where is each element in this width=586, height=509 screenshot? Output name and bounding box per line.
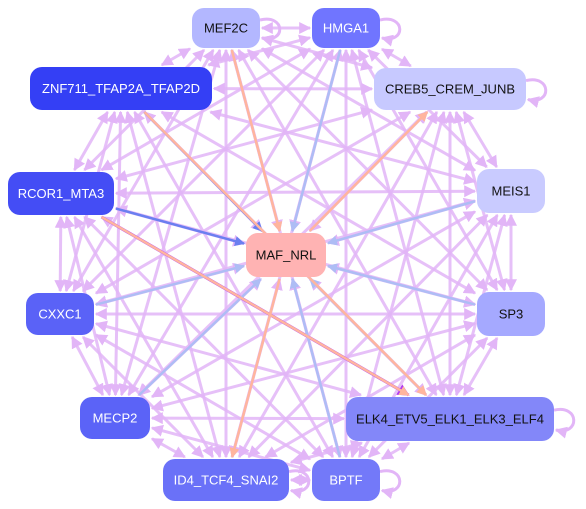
node-box [346, 397, 554, 441]
node-maf-nrl[interactable]: MAF_NRL [246, 233, 326, 277]
node-elk4[interactable]: ELK4_ETV5_ELK1_ELK3_ELF4 [346, 397, 554, 441]
node-label: CXXC1 [38, 306, 81, 321]
edge-mecp2-id4 [150, 437, 186, 459]
edge-mef2c-znf711 [160, 47, 192, 67]
node-label: ID4_TCF4_SNAI2 [174, 472, 279, 487]
node-label: ELK4_ETV5_ELK1_ELK3_ELF4 [356, 411, 544, 426]
node-label: BPTF [329, 472, 362, 487]
edge-rcor1-meis1 [114, 185, 477, 200]
edge-hmga1-to-maf-nrl [289, 49, 342, 232]
edge-rcor1-to-maf-nrl [115, 207, 245, 246]
node-bptf[interactable]: BPTF [312, 459, 380, 501]
node-box [30, 67, 212, 110]
node-label: MECP2 [93, 410, 138, 425]
self-loop-id4 [288, 469, 311, 499]
node-label: HMGA1 [323, 20, 369, 35]
node-label: MEF2C [204, 20, 248, 35]
self-loop-bptf [379, 469, 402, 499]
edge-maf-nrl-to-creb5 [308, 111, 429, 232]
edge-rcor1-to-elk4 [100, 215, 410, 397]
node-meis1[interactable]: MEIS1 [477, 169, 545, 213]
node-label: SP3 [499, 306, 524, 321]
node-mecp2[interactable]: MECP2 [80, 397, 150, 439]
edge-rcor1-cxxc1 [54, 215, 67, 293]
node-box [163, 459, 289, 501]
edge-elk4-id4 [289, 440, 364, 466]
node-box [192, 8, 260, 48]
node-box [246, 233, 326, 277]
node-box [374, 68, 526, 110]
edge-hmga1-creb5 [380, 47, 412, 68]
node-sp3[interactable]: SP3 [477, 292, 545, 336]
node-creb5[interactable]: CREB5_CREM_JUNB [374, 68, 526, 110]
node-id4[interactable]: ID4_TCF4_SNAI2 [163, 459, 289, 501]
highlighted-edges [95, 49, 476, 458]
node-label: MEIS1 [491, 183, 530, 198]
node-mef2c[interactable]: MEF2C [192, 8, 260, 48]
edge-mef2c-to-maf-nrl [230, 49, 283, 232]
self-loops [259, 17, 576, 499]
node-rcor1[interactable]: RCOR1_MTA3 [8, 172, 114, 215]
node-label: ZNF711_TFAP2A_TFAP2D [42, 81, 200, 96]
node-box [26, 293, 94, 335]
edge-cxxc1-to-maf-nrl [95, 263, 245, 306]
edge-elk4-bptf [380, 441, 411, 461]
node-box [477, 292, 545, 336]
node-cxxc1[interactable]: CXXC1 [26, 293, 94, 335]
node-hmga1[interactable]: HMGA1 [312, 8, 380, 48]
node-box [80, 397, 150, 439]
edge-meis1-to-maf-nrl [327, 200, 476, 246]
node-box [312, 8, 380, 48]
node-box [312, 459, 380, 501]
node-label: CREB5_CREM_JUNB [385, 81, 515, 96]
node-box [477, 169, 545, 213]
self-loop-elk4 [553, 407, 576, 439]
node-label: MAF_NRL [256, 247, 317, 262]
edge-sp3-to-maf-nrl [327, 263, 476, 306]
edge-mecp2-elk4 [150, 412, 346, 425]
node-box [8, 172, 114, 215]
edge-bptf-to-maf-nrl [289, 278, 342, 458]
edge-maf-nrl-to-id4 [229, 278, 281, 458]
self-loop-hmga1 [379, 17, 402, 47]
self-loop-creb5 [525, 78, 548, 108]
node-znf711[interactable]: ZNF711_TFAP2A_TFAP2D [30, 67, 212, 110]
self-loop-mef2c [259, 17, 282, 47]
node-label: RCOR1_MTA3 [18, 186, 104, 201]
